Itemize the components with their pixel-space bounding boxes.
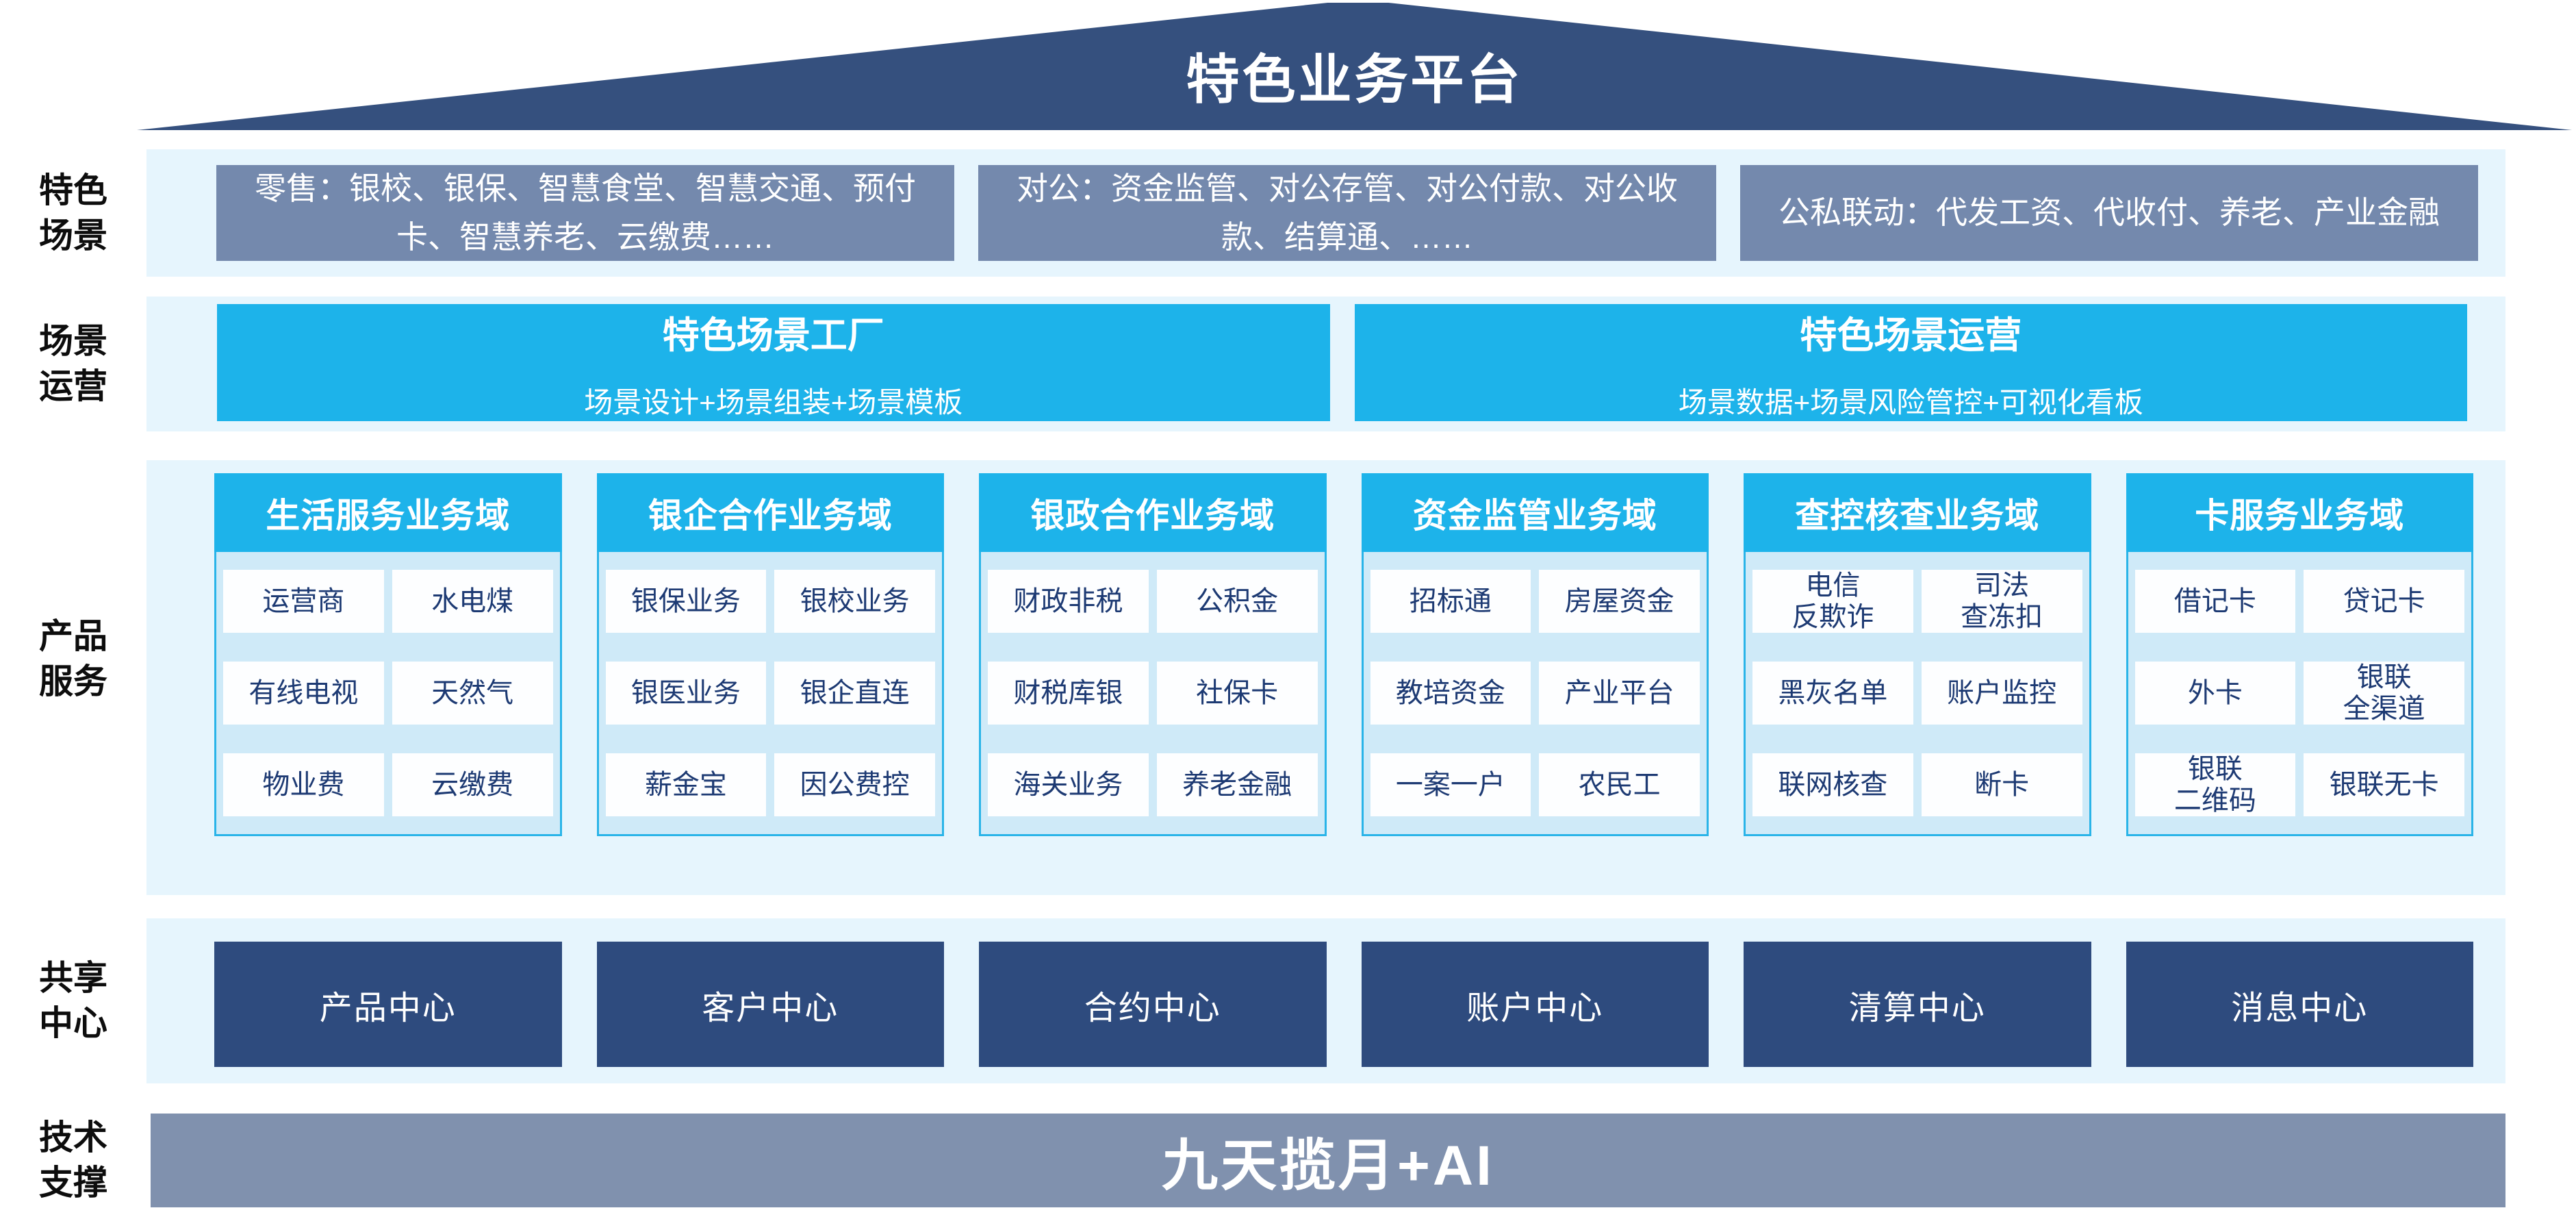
product-cell: 银联无卡 [2304,753,2464,816]
domain-body: 电信 反欺诈 司法 查冻扣 黑灰名单 账户监控 联网核查 断卡 [1744,552,2091,836]
tech-support-bar: 九天揽月+AI [151,1114,2505,1207]
center-clearing: 清算中心 [1744,942,2091,1067]
product-cell: 社保卡 [1156,662,1318,725]
product-cell: 银联 二维码 [2134,753,2296,816]
side-label-products: 产品 服务 [39,617,107,701]
product-cell: 一案一户 [1370,753,1531,816]
scene-box-retail: 零售：银校、银保、智慧食堂、智慧交通、预付卡、智慧养老、云缴费…… [216,165,954,261]
product-cell: 账户监控 [1921,662,2082,725]
product-cell: 财政非税 [988,570,1149,633]
domain-body: 银保业务 银校业务 银医业务 银企直连 薪金宝 因公费控 [596,552,944,836]
side-label-sharing: 共享 中心 [39,959,107,1042]
products-band: 生活服务业务域 运营商 水电煤 有线电视 天然气 物业费 云缴费 银企合作业务域… [146,460,2505,895]
center-contract: 合约中心 [979,942,1327,1067]
side-label-operation: 场景 运营 [39,322,107,405]
domain-header: 查控核查业务域 [1744,473,2091,552]
domain-header: 资金监管业务域 [1361,473,1709,552]
scene-operation-title: 特色场景运营 [1800,314,2022,356]
product-cell: 运营商 [223,570,384,633]
domain-body: 财政非税 公积金 财税库银 社保卡 海关业务 养老金融 [979,552,1327,836]
product-cell: 天然气 [392,662,553,725]
product-cell: 外卡 [2134,662,2296,725]
product-cell: 因公费控 [774,753,935,816]
product-cell: 物业费 [223,753,384,816]
domain-header: 银企合作业务域 [596,473,944,552]
product-cell: 银医业务 [605,662,767,725]
domain-bank-government: 银政合作业务域 财政非税 公积金 财税库银 社保卡 海关业务 养老金融 [979,473,1327,836]
domain-body: 招标通 房屋资金 教培资金 产业平台 一案一户 农民工 [1361,552,1709,836]
side-label-tech: 技术 支撑 [39,1118,107,1202]
product-cell: 招标通 [1370,570,1531,633]
product-cell: 教培资金 [1370,662,1531,725]
scene-band: 零售：银校、银保、智慧食堂、智慧交通、预付卡、智慧养老、云缴费…… 对公：资金监… [146,149,2505,277]
product-cell: 黑灰名单 [1752,662,1913,725]
product-cell: 房屋资金 [1539,570,1700,633]
product-cell: 有线电视 [223,662,384,725]
platform-roof: 特色业务平台 [137,3,2572,130]
domain-body: 运营商 水电煤 有线电视 天然气 物业费 云缴费 [214,552,562,836]
product-cell: 薪金宝 [605,753,767,816]
product-cell: 贷记卡 [2304,570,2464,633]
scene-factory-subtitle: 场景设计+场景组装+场景模板 [584,386,963,418]
center-message: 消息中心 [2126,942,2473,1067]
scene-box-corporate: 对公：资金监管、对公存管、对公付款、对公收款、结算通、…… [978,165,1716,261]
domain-inquiry-control: 查控核查业务域 电信 反欺诈 司法 查冻扣 黑灰名单 账户监控 联网核查 断卡 [1744,473,2091,836]
product-cell: 银保业务 [605,570,767,633]
domain-header: 银政合作业务域 [979,473,1327,552]
scene-box-public-private: 公私联动：代发工资、代收付、养老、产业金融 [1740,165,2478,261]
domain-fund-supervision: 资金监管业务域 招标通 房屋资金 教培资金 产业平台 一案一户 农民工 [1361,473,1709,836]
center-customer: 客户中心 [596,942,944,1067]
product-cell: 云缴费 [392,753,553,816]
domain-body: 借记卡 贷记卡 外卡 银联 全渠道 银联 二维码 银联无卡 [2126,552,2473,836]
domain-card-services: 卡服务业务域 借记卡 贷记卡 外卡 银联 全渠道 银联 二维码 银联无卡 [2126,473,2473,836]
center-account: 账户中心 [1361,942,1709,1067]
product-cell: 银校业务 [774,570,935,633]
domain-header: 卡服务业务域 [2126,473,2473,552]
domain-life-services: 生活服务业务域 运营商 水电煤 有线电视 天然气 物业费 云缴费 [214,473,562,836]
product-cell: 产业平台 [1539,662,1700,725]
product-cell: 水电煤 [392,570,553,633]
product-cell: 财税库银 [988,662,1149,725]
scene-factory-title: 特色场景工厂 [662,314,884,356]
product-cell: 银联 全渠道 [2304,662,2464,725]
product-cell: 借记卡 [2134,570,2296,633]
scene-factory-box: 特色场景工厂 场景设计+场景组装+场景模板 [217,304,1330,421]
product-cell: 司法 查冻扣 [1921,570,2082,633]
scene-operation-subtitle: 场景数据+场景风险管控+可视化看板 [1678,386,2143,418]
product-cell: 联网核查 [1752,753,1913,816]
platform-title: 特色业务平台 [1186,49,1523,110]
product-cell: 断卡 [1921,753,2082,816]
sharing-band: 产品中心 客户中心 合约中心 账户中心 清算中心 消息中心 [146,918,2505,1083]
operation-band: 特色场景工厂 场景设计+场景组装+场景模板 特色场景运营 场景数据+场景风险管控… [146,297,2505,431]
product-cell: 银企直连 [774,662,935,725]
side-label-scene: 特色 场景 [39,171,107,255]
domain-bank-enterprise: 银企合作业务域 银保业务 银校业务 银医业务 银企直连 薪金宝 因公费控 [596,473,944,836]
product-cell: 海关业务 [988,753,1149,816]
center-product: 产品中心 [214,942,562,1067]
domain-header: 生活服务业务域 [214,473,562,552]
product-cell: 电信 反欺诈 [1752,570,1913,633]
scene-operation-box: 特色场景运营 场景数据+场景风险管控+可视化看板 [1354,304,2467,421]
product-cell: 公积金 [1156,570,1318,633]
product-cell: 农民工 [1539,753,1700,816]
product-cell: 养老金融 [1156,753,1318,816]
